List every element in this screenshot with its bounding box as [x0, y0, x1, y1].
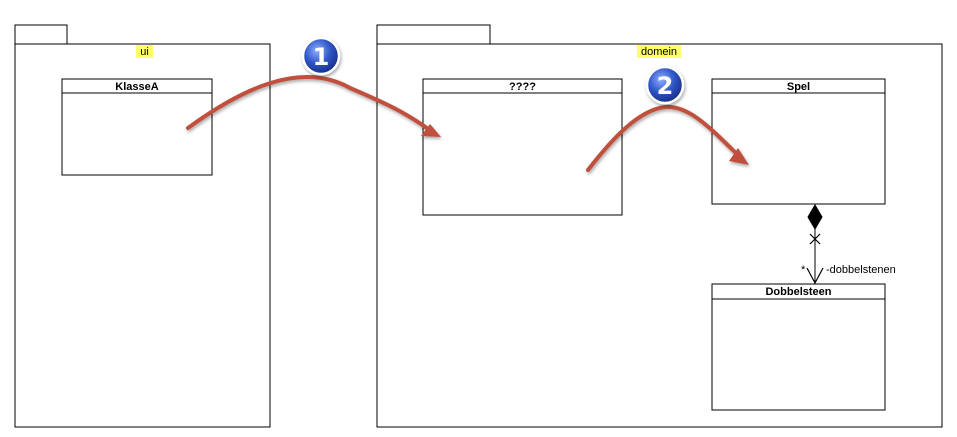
step-arrow-1-curve: [186, 75, 437, 136]
package-domein-tab: [376, 24, 491, 45]
step-badge-2: 2: [645, 65, 685, 105]
step-arrow-2-curve: [586, 104, 745, 172]
step-badge-1: 1: [301, 36, 341, 76]
package-domein-title-highlight: [637, 45, 681, 58]
class-klasse-a-name: KlasseA: [115, 81, 158, 93]
package-ui-title-highlight: [136, 45, 153, 58]
navigable-arrowhead: [806, 267, 824, 285]
class-dobbelsteen[interactable]: Dobbelsteen: [711, 283, 886, 411]
class-spel-name: Spel: [787, 81, 810, 93]
step-arrow-2: [586, 104, 749, 172]
step-badge-1-circle: [301, 36, 341, 76]
step-arrow-2-head: [729, 148, 749, 165]
class-spel-box: [711, 78, 886, 205]
non-navigable-cross: [809, 233, 821, 245]
class-unknown[interactable]: ????: [422, 78, 623, 216]
package-domein-title: domein: [641, 46, 677, 58]
class-klasse-a[interactable]: KlasseA: [61, 78, 213, 176]
association-role: -dobbelstenen: [826, 264, 896, 276]
composition-association[interactable]: * -dobbelstenen: [801, 204, 896, 285]
class-unknown-name: ????: [509, 81, 536, 93]
class-unknown-box: [422, 78, 623, 216]
package-ui-title: ui: [140, 46, 149, 58]
step-badge-2-circle: [645, 65, 685, 105]
step-badge-1-number: 1: [313, 43, 330, 71]
class-dobbelsteen-box: [711, 283, 886, 411]
association-multiplicity: *: [801, 264, 806, 276]
composition-diamond: [807, 204, 823, 230]
class-dobbelsteen-name: Dobbelsteen: [765, 286, 831, 298]
package-ui-tab: [14, 24, 68, 45]
step-arrow-1-head: [421, 124, 441, 137]
step-arrow-1: [186, 75, 441, 137]
class-spel[interactable]: Spel: [711, 78, 886, 205]
step-badge-2-number: 2: [657, 72, 674, 100]
